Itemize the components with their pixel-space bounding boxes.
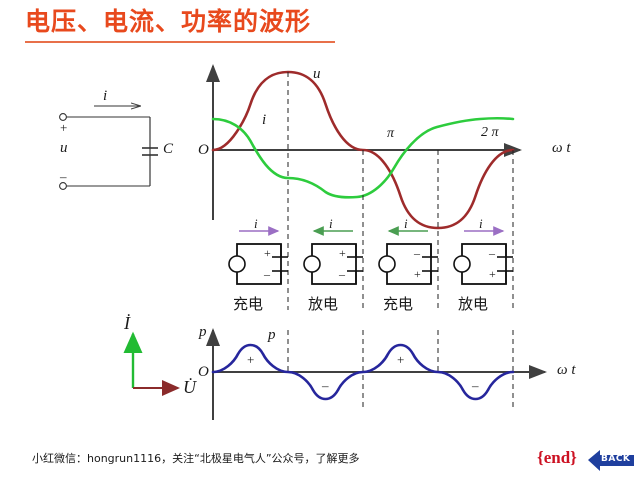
- voltage-curve-label: u: [313, 66, 321, 82]
- waveform-chart: [206, 64, 522, 310]
- phase-cell-circuit-4: [453, 226, 513, 285]
- power-x-axis-label: ω t: [557, 362, 576, 378]
- power-origin-label: O: [198, 364, 209, 380]
- xtick-2pi: 2 π: [481, 125, 499, 140]
- circuit-plus-sign: +: [60, 120, 68, 135]
- waveform-origin-label: O: [198, 142, 209, 158]
- phase-cell-3-current-label: i: [404, 216, 408, 231]
- back-button-label: BACK: [601, 454, 631, 464]
- voltage-curve: [211, 70, 515, 230]
- page-title: 电压、电流、功率的波形: [25, 6, 355, 46]
- phase-cell-circuit-1: [228, 226, 288, 285]
- phase-cell-4-cap-top: –: [489, 246, 495, 260]
- title-text: 电压、电流、功率的波形: [25, 7, 312, 36]
- power-curve: [211, 343, 515, 401]
- power-chart: [206, 328, 547, 420]
- phase-cell-circuit-2: [303, 226, 363, 285]
- phase-cell-3-cap-bottom: +: [414, 267, 421, 281]
- capacitor-circuit-diagram: [59, 106, 158, 190]
- back-button[interactable]: BACK: [588, 450, 634, 470]
- circuit-minus-sign: –: [60, 169, 67, 184]
- power-sign-2: –: [322, 378, 329, 393]
- phase-cell-3-state: 充电: [383, 295, 414, 313]
- end-marker: {end}: [537, 448, 577, 467]
- power-axis-label: p: [199, 324, 207, 340]
- circuit-voltage-label: u: [60, 140, 68, 156]
- circuit-current-label: i: [103, 88, 108, 104]
- power-sign-4: –: [472, 378, 479, 393]
- phase-cell-3-cap-top: –: [414, 246, 420, 260]
- current-curve: [211, 116, 515, 199]
- phasor-voltage-label: U̇: [183, 377, 196, 397]
- phase-cell-circuit-3: [378, 226, 438, 285]
- title-underline: [25, 41, 335, 43]
- phase-cell-4-cap-bottom: +: [489, 267, 496, 281]
- waveform-x-axis-label: ω t: [552, 140, 571, 156]
- phase-cell-1-state: 充电: [233, 295, 264, 313]
- power-curve-label: p: [268, 327, 276, 343]
- phase-cell-1-cap-bottom: –: [264, 267, 270, 281]
- phase-cell-2-current-label: i: [329, 216, 333, 231]
- phase-cell-2-cap-bottom: –: [339, 267, 345, 281]
- phase-cell-2-state: 放电: [308, 295, 339, 313]
- phasor-current-label: İ: [124, 313, 130, 333]
- current-curve-label: i: [262, 112, 267, 128]
- power-sign-1: +: [247, 352, 255, 367]
- phasor-diagram: [123, 331, 180, 396]
- power-gridlines: [287, 330, 514, 410]
- phase-cell-1-current-label: i: [254, 216, 258, 231]
- power-sign-3: +: [397, 352, 405, 367]
- footer-text: 小红微信：hongrun1116，关注“北极星电气人”公众号，了解更多: [32, 452, 360, 465]
- phase-cell-4-current-label: i: [479, 216, 483, 231]
- xtick-pi: π: [387, 126, 395, 141]
- chart-gridlines: [287, 72, 514, 310]
- phase-cell-1-cap-top: +: [264, 246, 271, 260]
- phase-cell-4-state: 放电: [458, 295, 489, 313]
- phase-cell-2-cap-top: +: [339, 246, 346, 260]
- circuit-capacitor-label: C: [163, 141, 174, 157]
